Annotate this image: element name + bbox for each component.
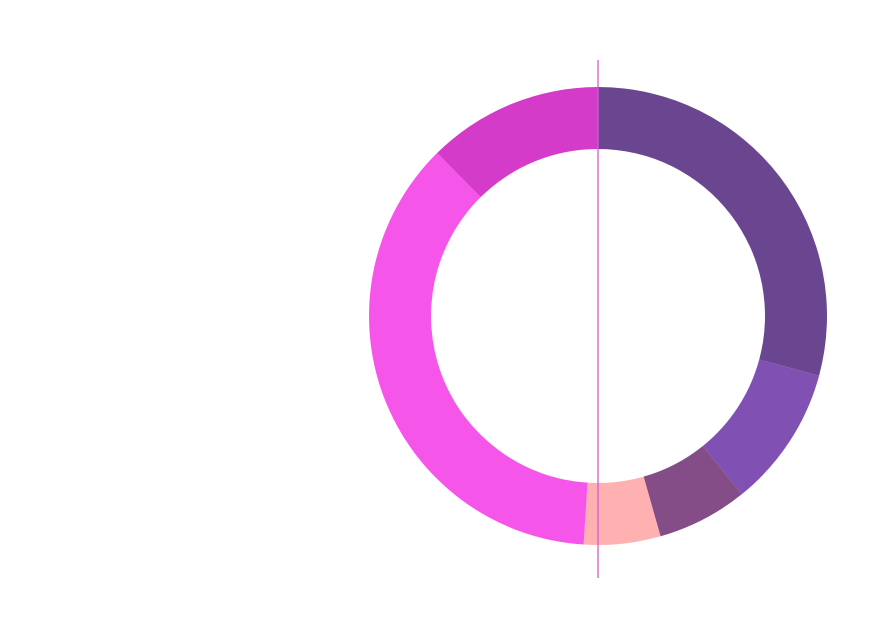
donut-slice-6 bbox=[437, 87, 598, 198]
donut-slice-1 bbox=[598, 87, 827, 376]
donut-slice-2 bbox=[702, 359, 820, 495]
donut-slice-5 bbox=[369, 153, 588, 545]
donut-slice-4 bbox=[583, 476, 661, 545]
donut-slice-3 bbox=[643, 446, 742, 537]
donut-slices bbox=[369, 87, 827, 545]
